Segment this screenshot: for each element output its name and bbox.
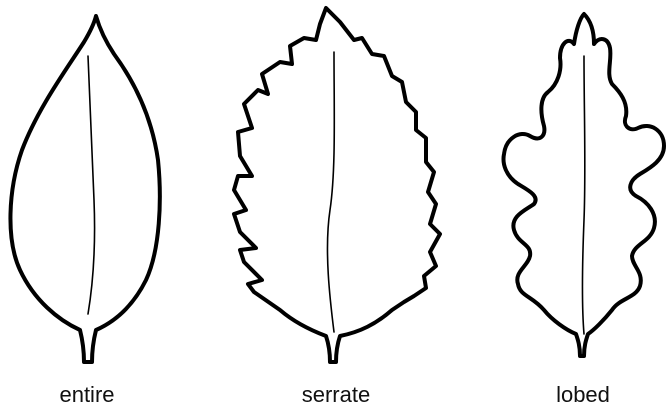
- entire-leaf-icon: [10, 16, 159, 362]
- entire-leaf: [10, 16, 159, 362]
- entire-leaf-midrib: [88, 56, 95, 314]
- lobed-leaf: [504, 14, 664, 356]
- serrate-leaf-midrib: [327, 52, 334, 332]
- entire-leaf-label: entire: [59, 382, 114, 407]
- serrate-leaf: [234, 8, 440, 362]
- lobed-leaf-label: lobed: [556, 382, 610, 407]
- lobed-leaf-midrib: [583, 56, 585, 334]
- serrate-leaf-label: serrate: [302, 382, 370, 407]
- serrate-leaf-icon: [234, 8, 440, 362]
